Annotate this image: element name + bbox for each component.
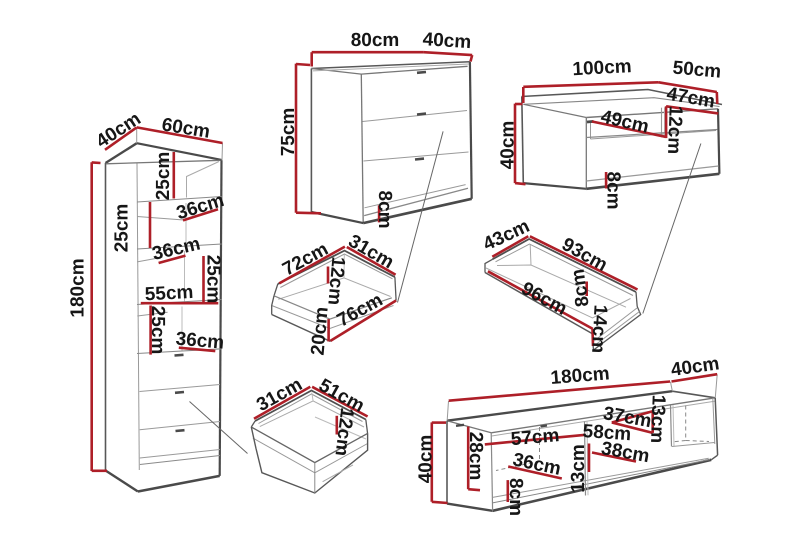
svg-text:8cm: 8cm (505, 478, 526, 516)
svg-text:55cm: 55cm (144, 282, 194, 306)
svg-text:40cm: 40cm (416, 435, 437, 484)
svg-text:100cm: 100cm (572, 56, 632, 80)
svg-text:25cm: 25cm (112, 204, 133, 253)
svg-text:180cm: 180cm (68, 258, 89, 317)
svg-text:25cm: 25cm (202, 255, 223, 304)
svg-text:25cm: 25cm (153, 152, 174, 201)
svg-text:12cm: 12cm (663, 105, 686, 154)
svg-text:25cm: 25cm (147, 306, 168, 355)
svg-text:36cm: 36cm (175, 329, 225, 354)
svg-text:8cm: 8cm (603, 171, 624, 209)
svg-text:180cm: 180cm (550, 363, 611, 389)
svg-text:14cm: 14cm (587, 304, 611, 354)
svg-text:8cm: 8cm (374, 190, 395, 228)
svg-text:13cm: 13cm (568, 444, 589, 493)
svg-text:57cm: 57cm (510, 425, 560, 450)
svg-text:50cm: 50cm (672, 58, 722, 83)
svg-text:28cm: 28cm (465, 432, 486, 481)
svg-text:8cm: 8cm (568, 268, 594, 309)
svg-text:20cm: 20cm (308, 306, 333, 356)
svg-text:80cm: 80cm (351, 30, 400, 51)
svg-text:13cm: 13cm (646, 394, 669, 443)
svg-text:75cm: 75cm (278, 108, 299, 157)
svg-text:40cm: 40cm (422, 29, 472, 53)
svg-text:12cm: 12cm (323, 256, 348, 306)
svg-text:58cm: 58cm (582, 421, 632, 445)
svg-text:40cm: 40cm (498, 121, 519, 170)
